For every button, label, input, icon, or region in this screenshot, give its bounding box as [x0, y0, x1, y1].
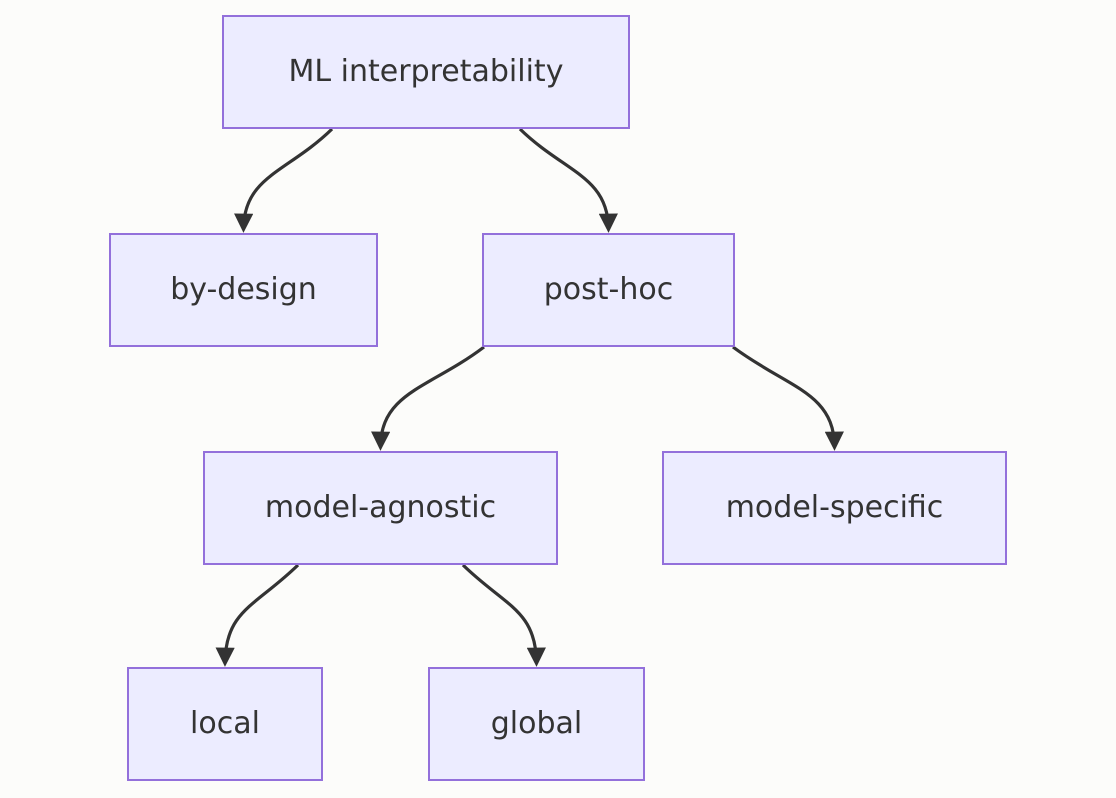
- node-ml-interpretability-label: ML interpretability: [288, 54, 564, 89]
- node-local-label: local: [190, 706, 260, 741]
- node-by-design-label: by-design: [170, 272, 317, 307]
- node-post-hoc-label: post-hoc: [543, 272, 674, 307]
- edge-ml-to-by-design: [234, 127, 334, 233]
- edge-post-hoc-to-model-agnostic: [371, 345, 485, 451]
- node-model-specific-label: model-specific: [725, 490, 944, 525]
- edge-model-agnostic-to-global: [461, 563, 546, 667]
- edge-post-hoc-to-model-specific: [732, 345, 844, 451]
- node-global-label: global: [490, 706, 583, 741]
- node-post-hoc: post-hoc: [482, 233, 735, 347]
- node-model-agnostic-label: model-agnostic: [264, 490, 497, 525]
- edge-model-agnostic-to-local: [215, 563, 300, 667]
- node-ml-interpretability: ML interpretability: [222, 15, 630, 129]
- node-model-agnostic: model-agnostic: [203, 451, 558, 565]
- node-local: local: [127, 667, 323, 781]
- node-model-specific: model-specific: [662, 451, 1007, 565]
- node-global: global: [428, 667, 645, 781]
- edge-ml-to-post-hoc: [518, 127, 618, 233]
- node-by-design: by-design: [109, 233, 378, 347]
